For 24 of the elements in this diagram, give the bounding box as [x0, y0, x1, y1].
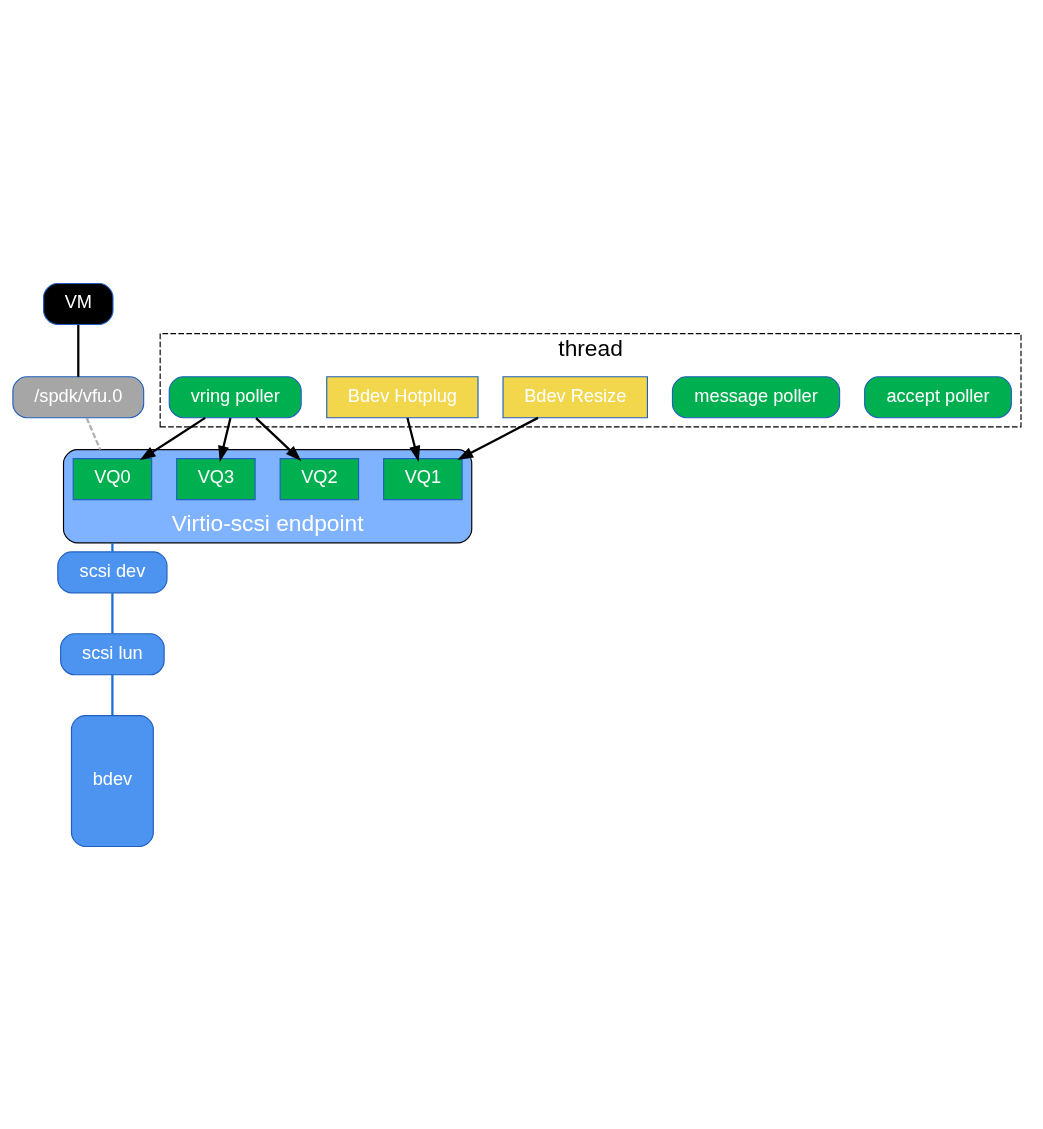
- node-box: VQ3: [176, 457, 256, 500]
- arrow: [457, 416, 539, 460]
- node-box: Bdev Resize: [502, 375, 648, 418]
- node-box: VM: [43, 282, 114, 325]
- node-box: scsi dev: [57, 550, 168, 593]
- connector: [111, 592, 114, 634]
- node-box: Bdev Hotplug: [326, 375, 479, 418]
- arrow: [255, 416, 302, 461]
- node-box: scsi lun: [60, 632, 165, 675]
- node-box: message poller: [671, 375, 841, 418]
- node-box: vring poller: [168, 375, 302, 418]
- node-box: VQ2: [279, 457, 360, 500]
- arrow: [139, 416, 206, 460]
- arrow: [218, 417, 232, 462]
- node-box: VQ0: [72, 457, 153, 500]
- node-box: accept poller: [864, 375, 1012, 418]
- node-box: /spdk/vfu.0: [12, 375, 145, 418]
- connector: [77, 324, 80, 377]
- connector: [85, 417, 102, 450]
- connector: [111, 542, 114, 552]
- node-box: VQ1: [383, 457, 463, 500]
- arrow: [406, 417, 421, 462]
- connector: [111, 674, 114, 715]
- node-box: bdev: [70, 714, 154, 847]
